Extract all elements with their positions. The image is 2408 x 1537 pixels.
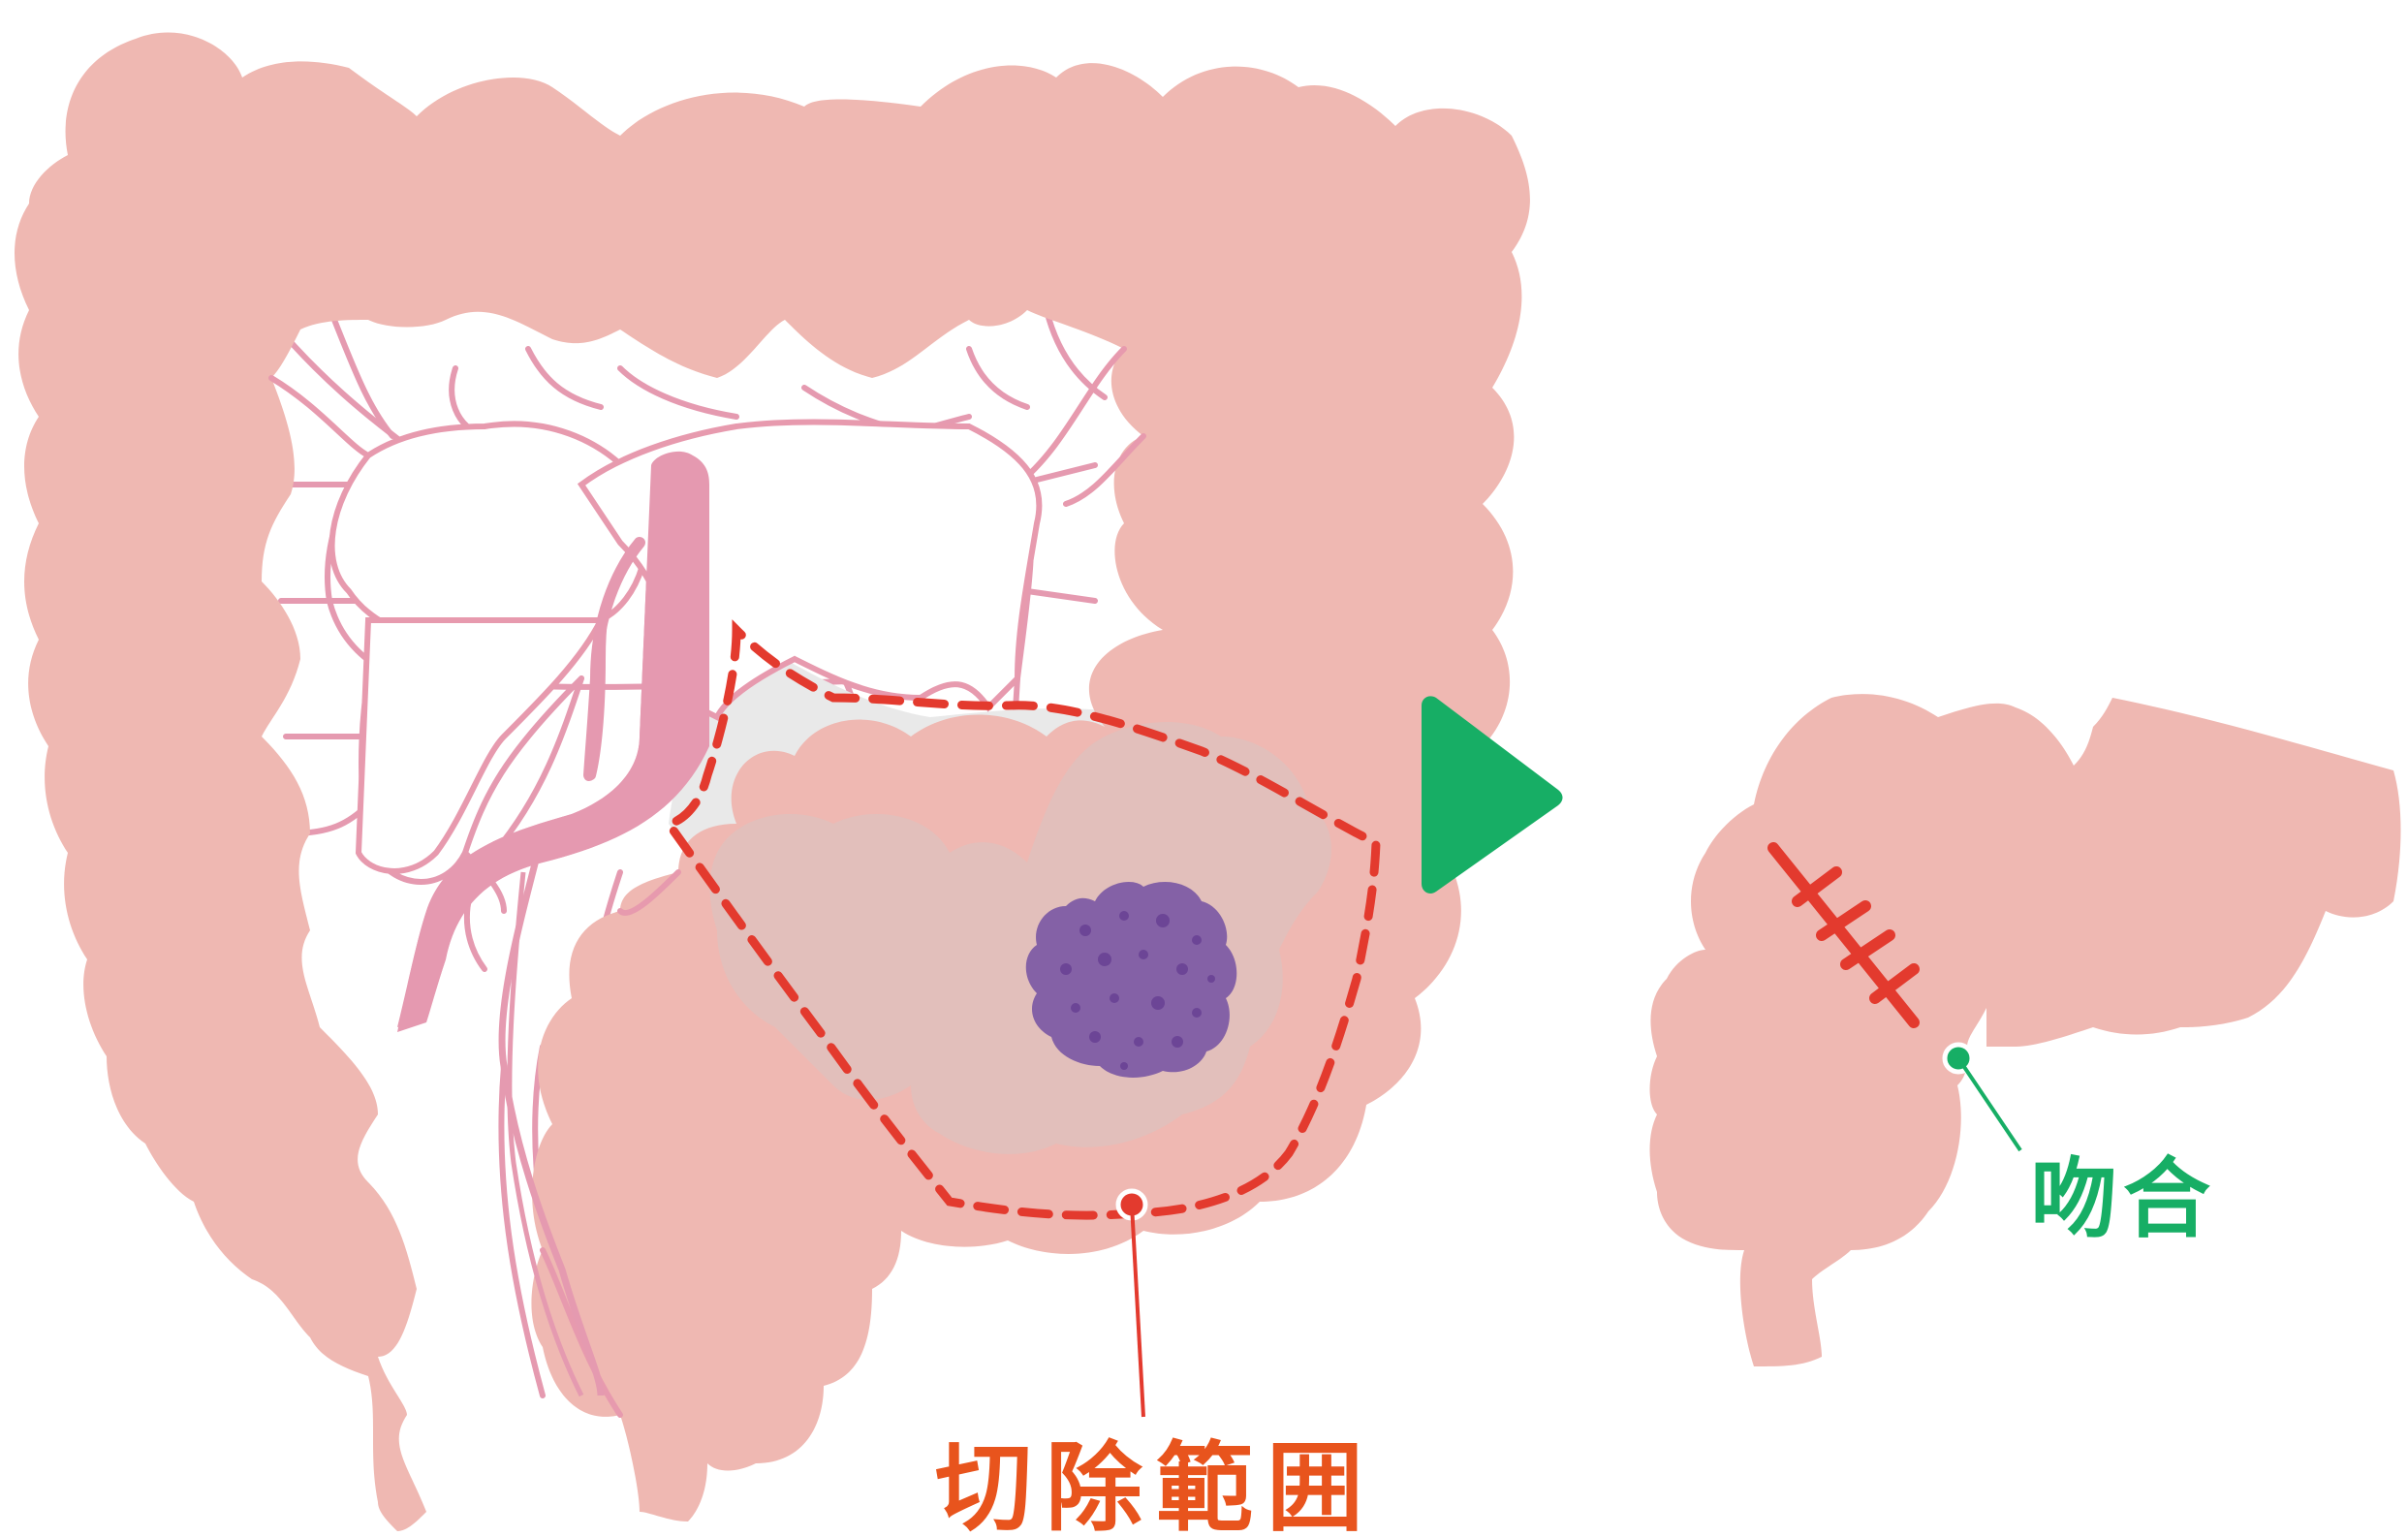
resection-boundary xyxy=(660,619,1381,1220)
right-triangle-arrow-icon xyxy=(1422,696,1563,894)
suture-line xyxy=(1767,842,1920,1028)
resection-leader-line xyxy=(1130,1204,1145,1418)
tumor xyxy=(1025,882,1237,1078)
resection-range-label: 切除範囲 xyxy=(935,1431,1377,1537)
anastomosis-leader-line xyxy=(1956,1056,2022,1152)
colon-after-anastomosis: 吻合 xyxy=(1649,694,2401,1366)
artery-branch xyxy=(583,537,645,781)
colon-haustra-lines xyxy=(268,346,1146,1418)
anastomosis-label: 吻合 xyxy=(2030,1148,2216,1250)
artery-trunk xyxy=(397,451,709,1032)
anastomosed-colon xyxy=(1649,694,2401,1366)
colon-before-surgery: 切除範囲 xyxy=(15,32,1530,1537)
colon-body xyxy=(15,32,1530,1532)
